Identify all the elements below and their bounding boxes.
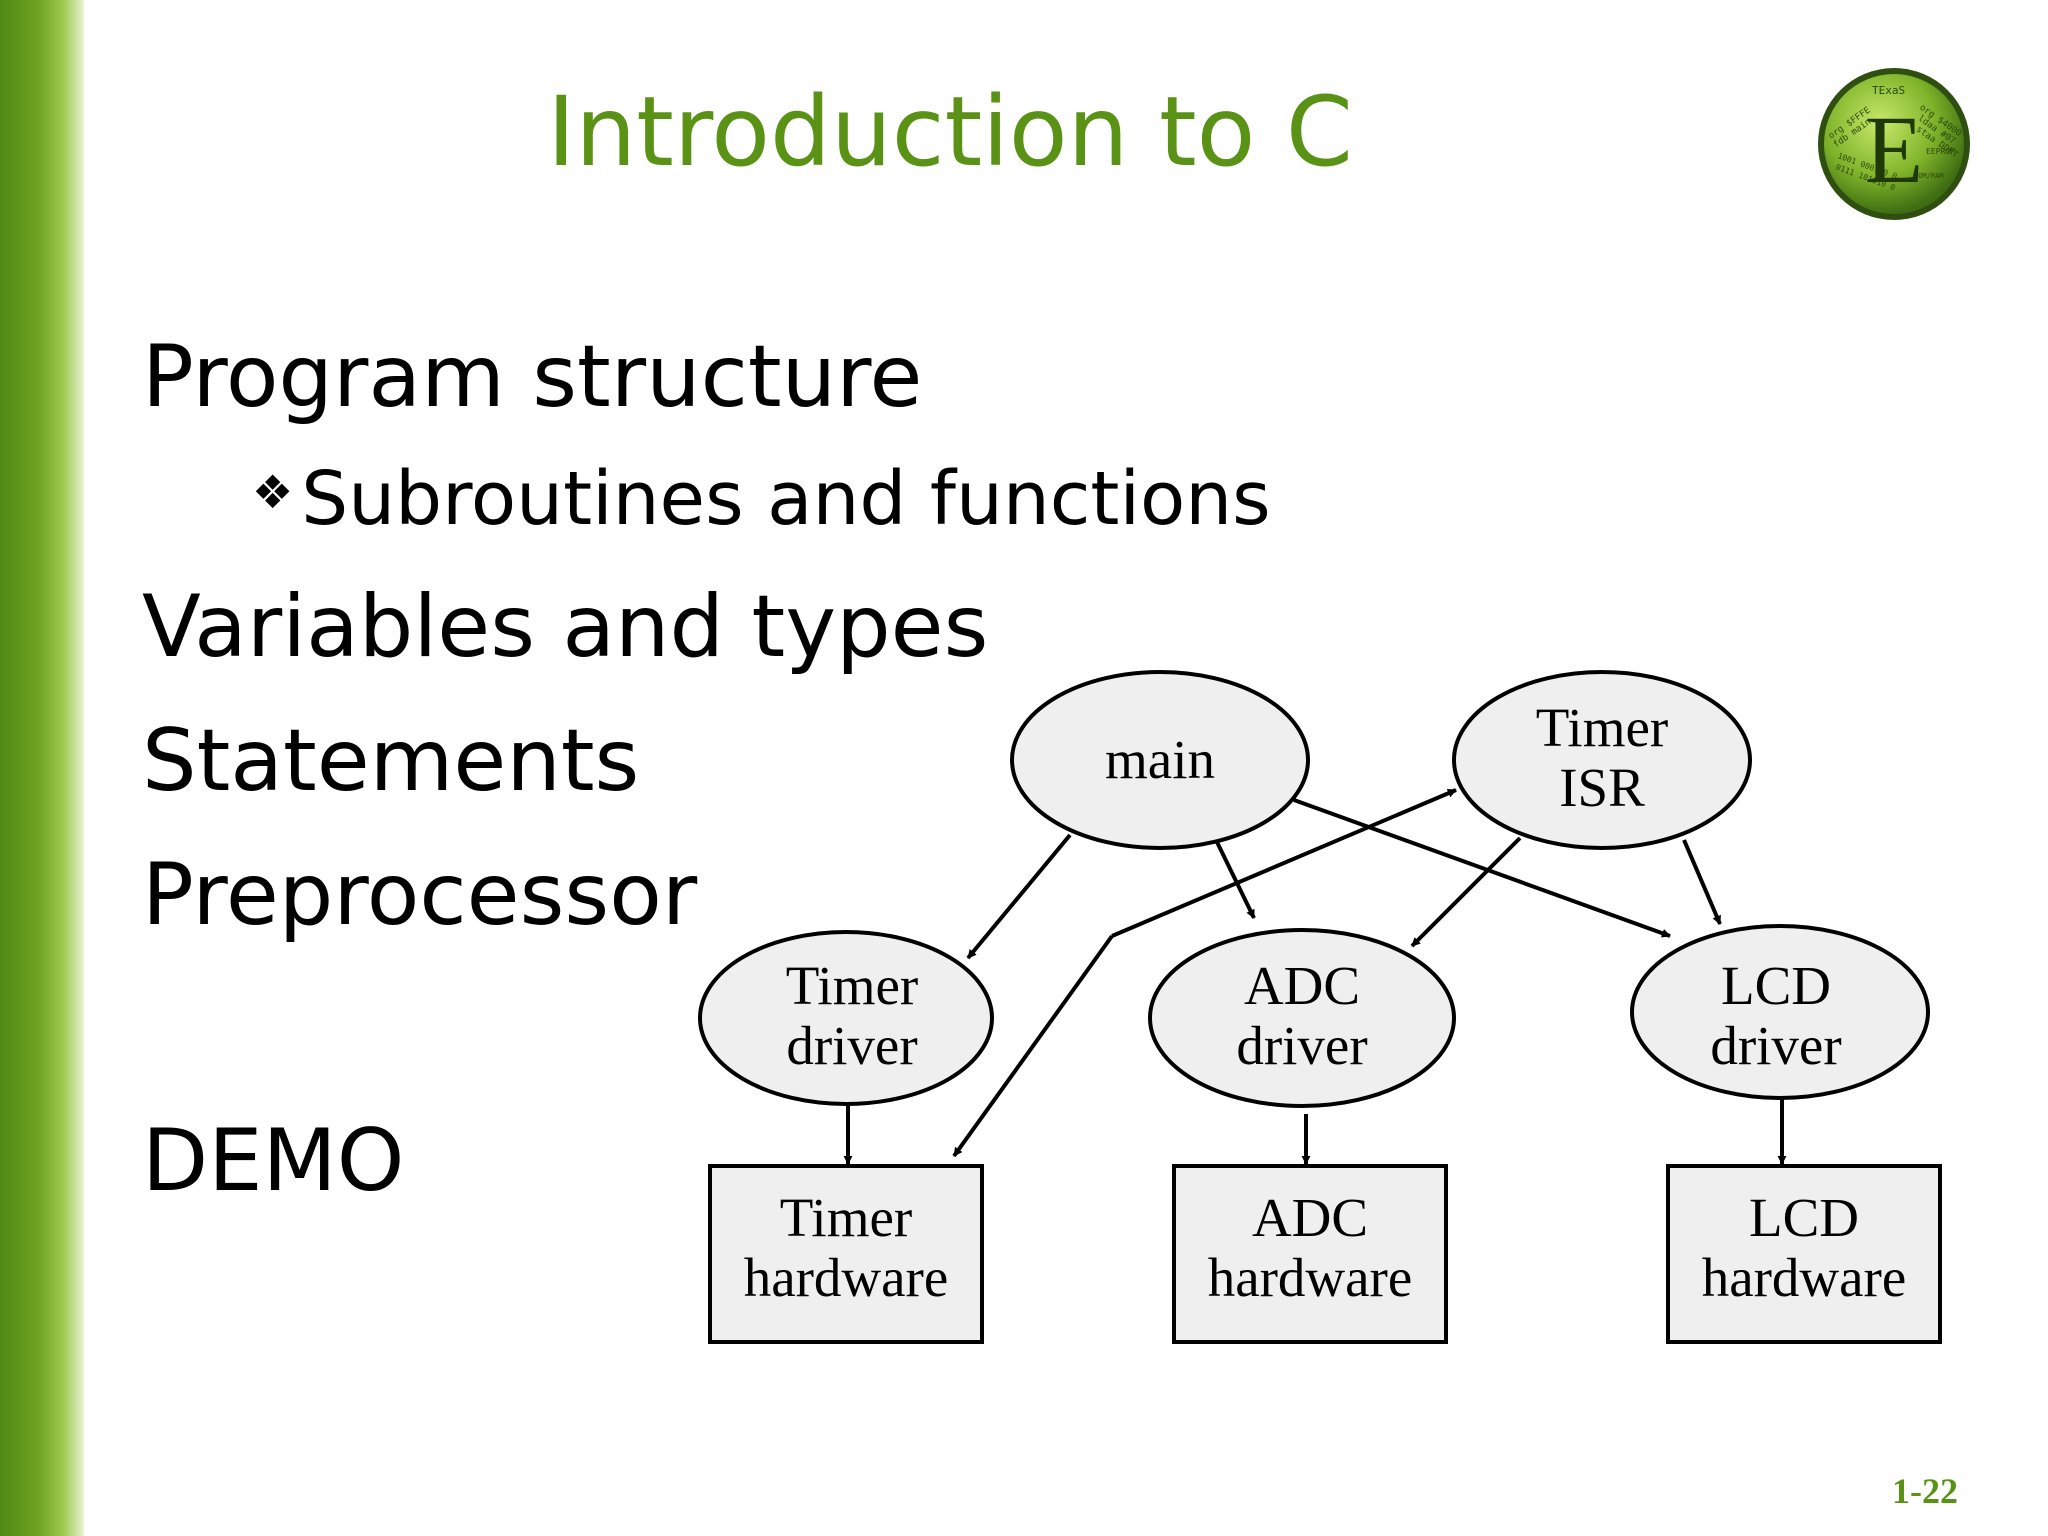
logo-text: TExaS bbox=[1872, 84, 1905, 97]
slide-number: 1-22 bbox=[1892, 1471, 1958, 1511]
node-label: hardware bbox=[744, 1247, 949, 1308]
bullet-list: Program structure ❖Subroutines and funct… bbox=[140, 0, 1271, 1300]
bullet-item: Statements bbox=[142, 711, 640, 811]
logo-text: ROM/RAM bbox=[1914, 172, 1944, 180]
edge-main-to-lcd-driver bbox=[1293, 798, 1671, 938]
bullet-item: Variables and types bbox=[142, 577, 989, 677]
node-lcd-hardware bbox=[1666, 1164, 1942, 1344]
node-label: driver bbox=[1236, 1015, 1367, 1076]
node-adc-driver bbox=[1148, 928, 1456, 1108]
bullet-item: Program structure bbox=[142, 327, 923, 427]
node-label: ADC bbox=[1252, 1187, 1368, 1248]
left-accent-bar bbox=[0, 0, 84, 1536]
node-timer-hardware bbox=[708, 1164, 984, 1344]
node-label: ISR bbox=[1559, 757, 1645, 818]
node-timer-driver bbox=[698, 930, 994, 1106]
node-label: Timer bbox=[780, 1187, 912, 1248]
logo-letter: E bbox=[1865, 96, 1924, 203]
edge-isr-to-lcd-driver bbox=[1682, 839, 1722, 925]
node-label: hardware bbox=[1702, 1247, 1907, 1308]
node-timer-isr bbox=[1452, 670, 1752, 850]
diamond-bullet-icon: ❖ bbox=[252, 465, 294, 519]
node-label: LCD bbox=[1721, 955, 1831, 1016]
edge-isr-to-adc-driver bbox=[1410, 836, 1522, 948]
bullet-item: DEMO bbox=[142, 1111, 405, 1211]
node-label: LCD bbox=[1749, 1187, 1859, 1248]
slide-title: Introduction to C bbox=[547, 76, 1353, 188]
node-label: Timer bbox=[786, 955, 918, 1016]
node-lcd-driver bbox=[1630, 924, 1930, 1100]
edge-timer-hw-to-isr bbox=[1111, 788, 1457, 938]
sub-bullet-text: Subroutines and functions bbox=[301, 456, 1271, 542]
edge-main-to-timer-driver bbox=[966, 833, 1072, 960]
bullet-item: Preprocessor bbox=[142, 845, 698, 945]
node-label: ADC bbox=[1244, 955, 1360, 1016]
node-label: Timer bbox=[1536, 697, 1668, 758]
texas-logo: TExaS org $FFFE fdb main org $4000 ldaa … bbox=[1818, 68, 1970, 220]
edge-timer-hw-to-isr-tail bbox=[952, 934, 1114, 1158]
sub-bullet-item: ❖Subroutines and functions bbox=[252, 462, 1271, 536]
node-label: main bbox=[1105, 729, 1215, 790]
node-label: hardware bbox=[1208, 1247, 1413, 1308]
node-main bbox=[1010, 670, 1310, 850]
node-label: driver bbox=[786, 1015, 917, 1076]
logo-text: EEPROM bbox=[1926, 147, 1955, 156]
node-label: driver bbox=[1710, 1015, 1841, 1076]
node-adc-hardware bbox=[1172, 1164, 1448, 1344]
edge-main-to-adc-driver bbox=[1214, 839, 1256, 919]
